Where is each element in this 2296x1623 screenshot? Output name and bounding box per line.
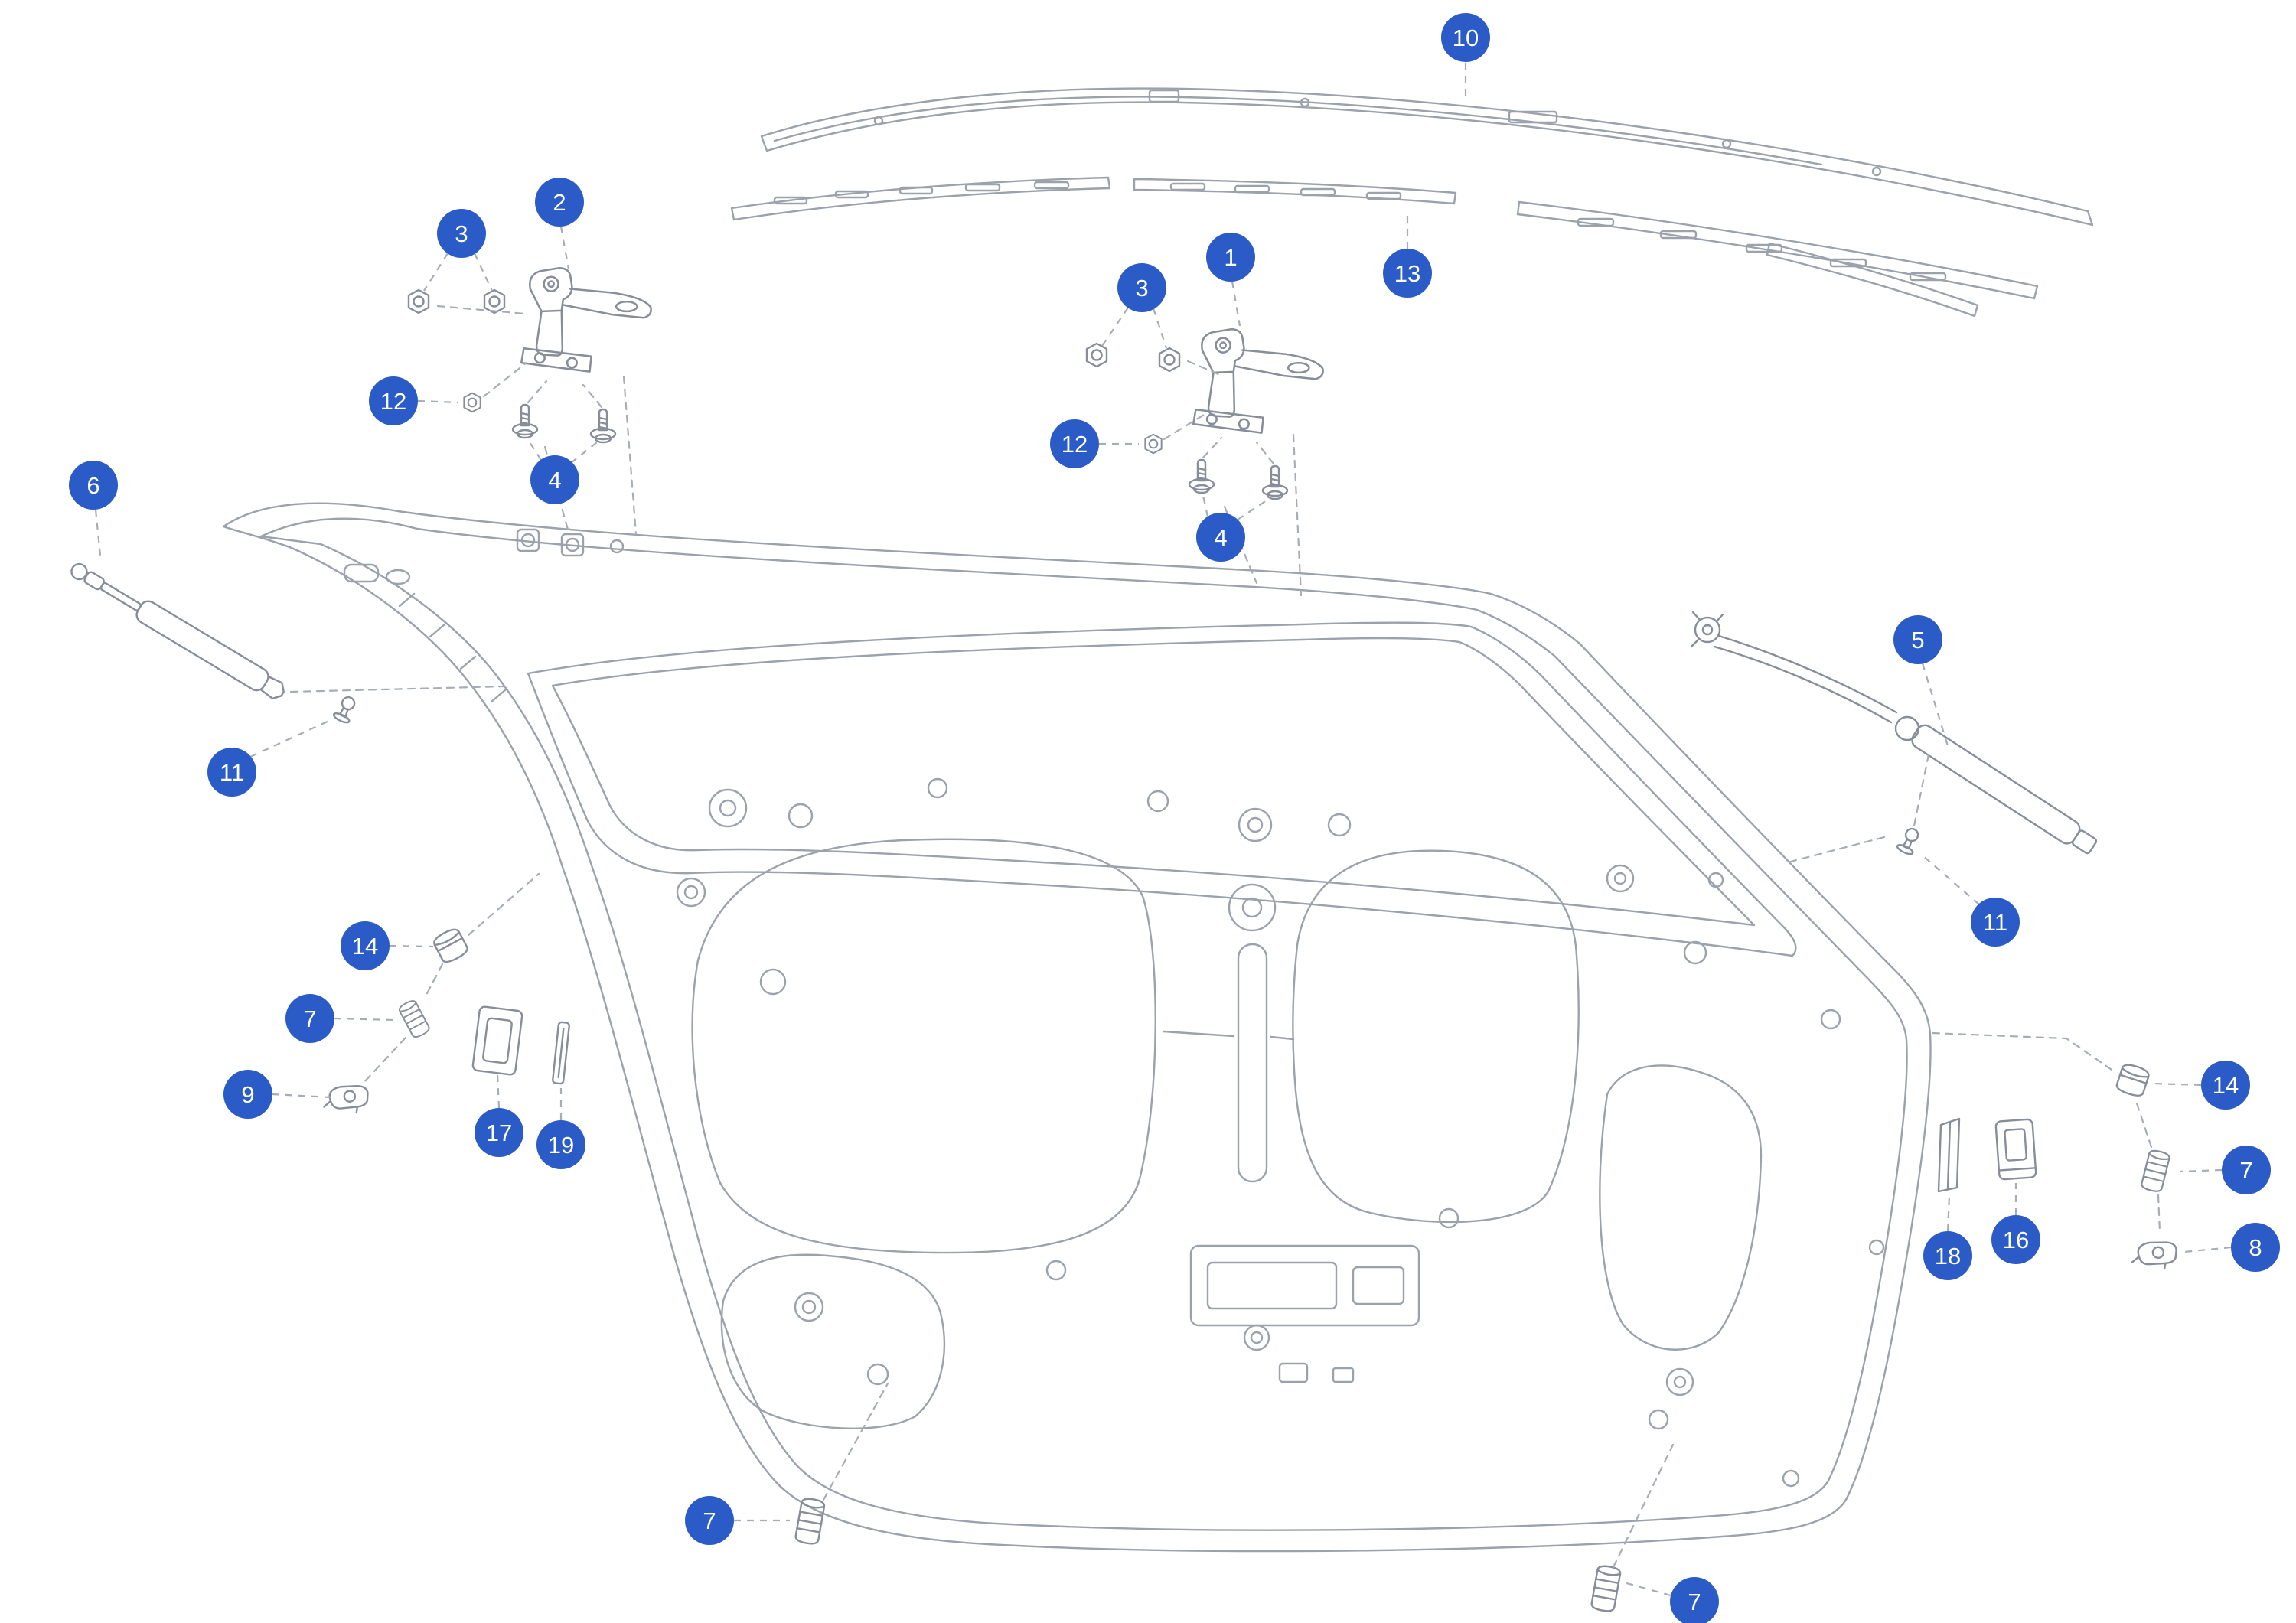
callout-badge-14-19[interactable]: 14 bbox=[2201, 1061, 2250, 1110]
callout-badge-3-2[interactable]: 3 bbox=[437, 209, 486, 258]
callout-badge-4-8[interactable]: 4 bbox=[530, 455, 579, 504]
part-19-strip bbox=[552, 1021, 570, 1085]
callout-badge-12-7[interactable]: 12 bbox=[1050, 419, 1099, 468]
callout-badge-2-1[interactable]: 2 bbox=[535, 178, 584, 227]
part-5-right-gas-strut bbox=[1690, 611, 2098, 855]
callout-badge-13-5[interactable]: 13 bbox=[1383, 249, 1432, 298]
callout-badge-5-11[interactable]: 5 bbox=[1893, 615, 1942, 664]
callout-badge-4-9[interactable]: 4 bbox=[1196, 513, 1245, 562]
callout-badge-7-25[interactable]: 7 bbox=[1670, 1577, 1719, 1623]
callout-badge-3-4[interactable]: 3 bbox=[1117, 263, 1166, 312]
part-13-trim-strips bbox=[730, 176, 2039, 318]
part-18-wedge bbox=[1937, 1117, 1961, 1193]
callout-badge-19-18[interactable]: 19 bbox=[536, 1120, 585, 1169]
callout-badge-11-13[interactable]: 11 bbox=[1971, 898, 2020, 947]
callout-badge-16-23[interactable]: 16 bbox=[1991, 1215, 2040, 1264]
part-10-spoiler-strip bbox=[760, 87, 2094, 227]
callout-badge-7-24[interactable]: 7 bbox=[685, 1496, 734, 1545]
part-6-left-gas-strut bbox=[70, 562, 285, 700]
callout-badge-1-3[interactable]: 1 bbox=[1206, 233, 1255, 282]
callout-badge-11-12[interactable]: 11 bbox=[207, 748, 256, 797]
callout-badge-6-10[interactable]: 6 bbox=[69, 461, 118, 510]
callout-badge-14-14[interactable]: 14 bbox=[341, 921, 390, 970]
callout-badge-18-22[interactable]: 18 bbox=[1923, 1231, 1972, 1280]
callout-badge-8-21[interactable]: 8 bbox=[2231, 1223, 2280, 1272]
callout-badge-9-16[interactable]: 9 bbox=[223, 1070, 272, 1119]
callout-badge-12-6[interactable]: 12 bbox=[369, 376, 418, 425]
callout-badge-17-17[interactable]: 17 bbox=[475, 1108, 523, 1157]
callout-badge-7-20[interactable]: 7 bbox=[2222, 1146, 2271, 1194]
part-16-clip bbox=[1994, 1118, 2037, 1181]
callout-badge-7-15[interactable]: 7 bbox=[285, 994, 334, 1043]
liftgate-panel bbox=[222, 502, 1932, 1553]
part-17-plate bbox=[471, 1005, 523, 1076]
callout-badge-10-0[interactable]: 10 bbox=[1441, 13, 1490, 62]
